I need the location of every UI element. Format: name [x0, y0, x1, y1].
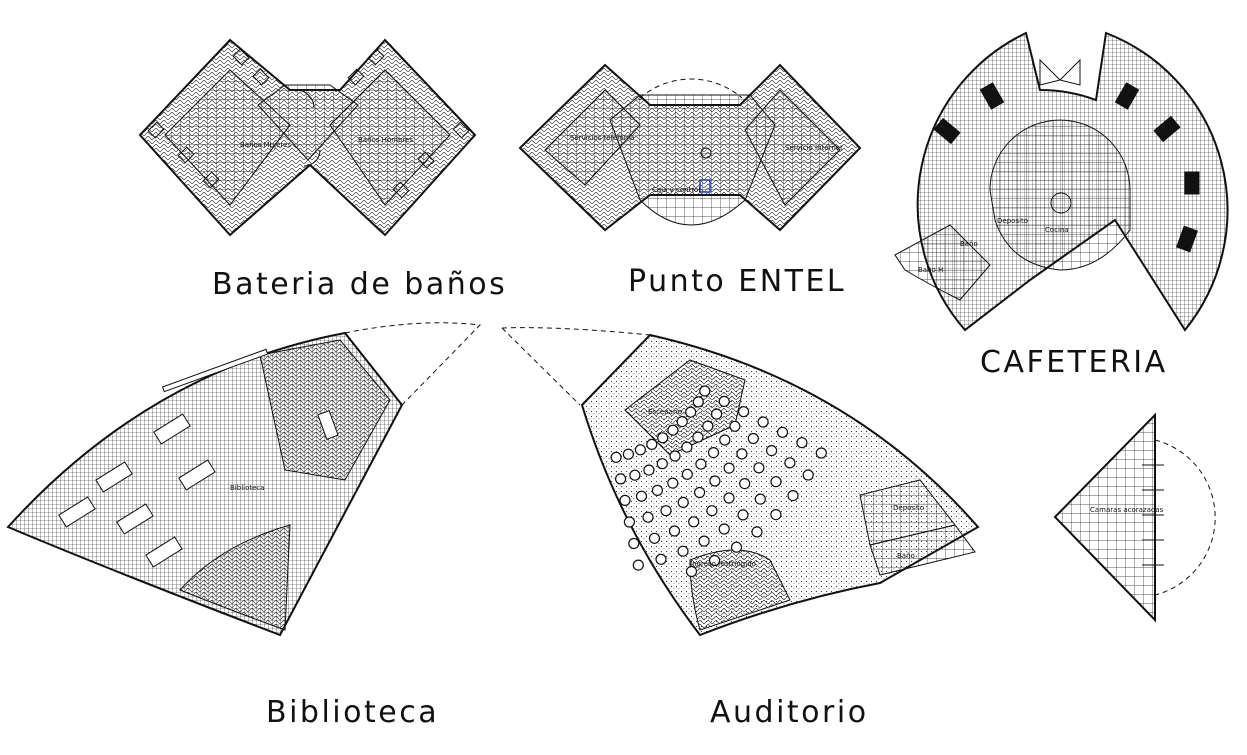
auditorio-seat	[614, 473, 627, 485]
cafeteria-block: Deposito Cocina Baño Baño H CAFETERIA	[894, 31, 1229, 380]
auditorio-seat	[706, 505, 718, 517]
biblioteca-title: Biblioteca	[266, 695, 439, 730]
auditorio-seat	[693, 486, 706, 499]
auditorio-seat	[648, 532, 661, 544]
cafeteria-room-label: Baño	[960, 240, 978, 248]
auditorio-seat	[702, 420, 714, 432]
auditorio-seat	[719, 434, 731, 446]
auditorio-seat	[646, 438, 658, 450]
auditorio-room-label: Deposito	[893, 504, 924, 512]
auditorio-seat	[747, 432, 759, 445]
entel-room-label: Servicios telefonía	[570, 134, 634, 142]
auditorio-seat	[698, 535, 710, 547]
auditorio-seat	[685, 406, 697, 418]
auditorio-seat	[737, 406, 750, 418]
entel-room-label: Caja y control	[652, 186, 700, 194]
auditorio-seat	[681, 441, 693, 453]
auditorio-room-label: Escenario	[648, 408, 682, 416]
auditorio-seat	[730, 541, 743, 553]
banos-room-label: Baños Mujeres	[240, 141, 291, 149]
auditorio-seat	[676, 416, 688, 428]
cafeteria-title: CAFETERIA	[980, 345, 1168, 380]
auditorio-seat	[642, 511, 654, 523]
auditorio-room-label: Baño	[897, 552, 915, 560]
entel-block: Servicios telefonía Servicio Internet Ca…	[518, 63, 862, 299]
auditorio-seat	[655, 553, 667, 565]
auditorio-seat	[635, 490, 648, 502]
auditorio-seat	[656, 458, 668, 470]
auditorio-seat	[677, 545, 689, 557]
auditorio-seat	[770, 476, 782, 488]
auditorio-seat	[802, 469, 814, 481]
auditorio-seat	[737, 509, 749, 521]
cafeteria-room-label: Deposito	[997, 217, 1028, 225]
auditorio-seat	[657, 432, 669, 444]
auditorio-seat	[787, 490, 799, 502]
auditorio-seat	[699, 385, 711, 397]
auditorio-seating	[610, 385, 827, 578]
auditorio-seat	[681, 468, 693, 480]
camaras-block: Camaras acorazadas	[1053, 412, 1216, 623]
auditorio-seat	[688, 516, 700, 528]
auditorio-seat	[784, 457, 796, 469]
auditorio-seat	[692, 431, 704, 443]
auditorio-seat	[753, 462, 765, 474]
cafeteria-room-label: Baño H	[918, 266, 943, 274]
auditorio-seat	[776, 426, 789, 438]
auditorio-seat	[754, 493, 766, 505]
auditorio-seat	[660, 505, 672, 517]
auditorio-seat	[736, 448, 748, 460]
auditorio-seat	[796, 437, 808, 449]
auditorio-seat	[757, 416, 769, 428]
banos-block: Baños Mujeres Baños Hombres Bateria de b…	[138, 38, 507, 302]
biblioteca-block: Biblioteca Biblioteca	[6, 322, 482, 730]
entel-title: Punto ENTEL	[628, 264, 846, 299]
auditorio-block: Escenario Ingreso restringido Deposito B…	[501, 327, 980, 730]
auditorio-seat	[718, 395, 730, 407]
auditorio-seat	[739, 478, 751, 490]
cafeteria-room-label: Cocina	[1045, 226, 1069, 234]
auditorio-seat	[692, 396, 704, 408]
auditorio-seat	[667, 424, 679, 436]
auditorio-seat	[623, 516, 636, 528]
auditorio-seat	[629, 469, 641, 481]
banos-room-label: Baños Hombres	[358, 136, 414, 144]
auditorio-seat	[695, 458, 707, 470]
auditorio-seat	[669, 450, 681, 462]
auditorio-seat	[622, 448, 635, 460]
auditorio-seat	[619, 494, 631, 506]
biblioteca-room-label: Biblioteca	[230, 484, 265, 492]
auditorio-seat	[667, 477, 679, 489]
auditorio-seat	[643, 464, 655, 476]
auditorio-seat	[770, 508, 782, 521]
auditorio-seat	[751, 526, 763, 538]
auditorio-seat	[651, 484, 664, 496]
auditorio-seat	[668, 525, 681, 537]
auditorio-seat	[628, 537, 640, 550]
auditorio-seat	[632, 559, 644, 571]
auditorio-seat	[729, 420, 741, 432]
camaras-room-label: Camaras acorazadas	[1090, 506, 1164, 514]
auditorio-seat	[718, 523, 730, 535]
auditorio-room-label: Ingreso restringido	[690, 560, 756, 568]
auditorio-seat	[634, 444, 647, 456]
auditorio-seat	[710, 408, 723, 420]
auditorio-seat	[677, 496, 689, 508]
entel-room-label: Servicio Internet	[785, 144, 843, 152]
auditorio-seat	[708, 554, 721, 567]
auditorio-seat	[815, 447, 827, 459]
auditorio-seat	[723, 492, 735, 504]
auditorio-seat	[707, 447, 720, 459]
auditorio-seat	[765, 445, 778, 457]
auditorio-seat	[723, 462, 735, 474]
auditorio-seat	[685, 565, 698, 578]
auditorio-title: Auditorio	[710, 695, 869, 730]
banos-title: Bateria de baños	[212, 267, 507, 302]
auditorio-seat	[610, 451, 622, 463]
auditorio-seat	[709, 475, 721, 487]
